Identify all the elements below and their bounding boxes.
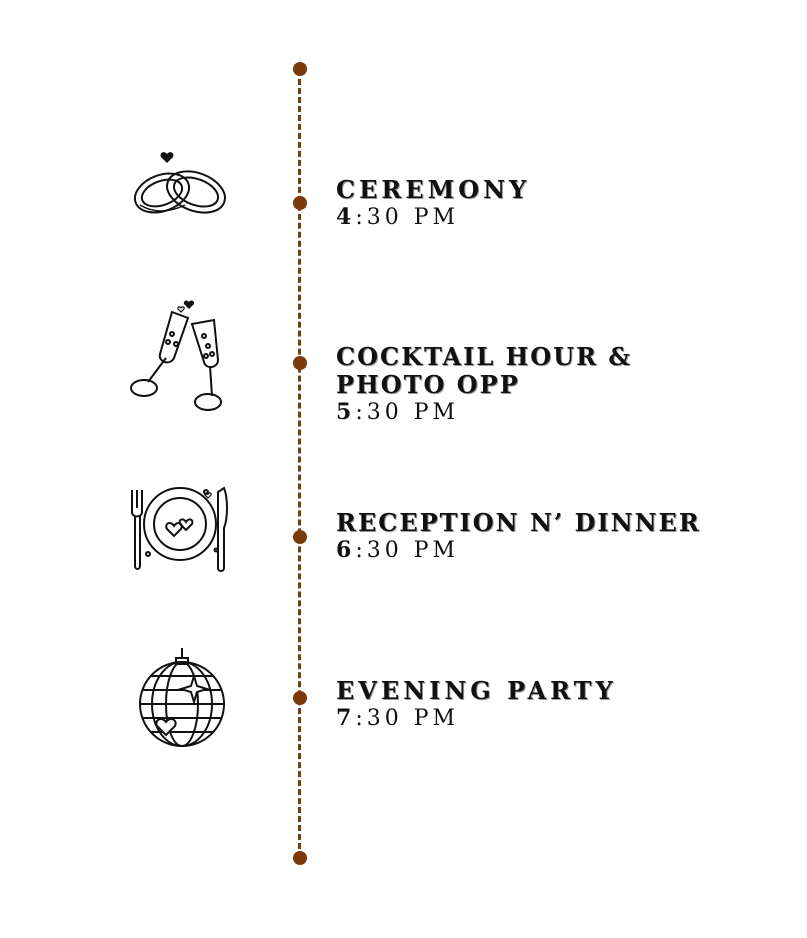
disco-ball-icon: [136, 646, 230, 748]
event-time: 4:30 PM: [336, 204, 530, 231]
event-cocktail-hour: COCKTAIL HOUR & PHOTO OPP 5:30 PM: [336, 343, 632, 426]
timeline-dot-cocktail: [293, 356, 307, 370]
event-title: EVENING PARTY: [336, 677, 617, 705]
timeline-dot-reception: [293, 530, 307, 544]
event-reception-dinner: RECEPTION N’ DINNER 6:30 PM: [336, 509, 701, 564]
timeline-dot-party: [293, 691, 307, 705]
timeline-dot-ceremony: [293, 196, 307, 210]
event-title-line2: PHOTO OPP: [336, 371, 632, 399]
timeline-line: [298, 70, 301, 858]
event-time: 5:30 PM: [336, 399, 632, 426]
event-title: RECEPTION N’ DINNER: [336, 509, 701, 537]
timeline-dot-end: [293, 851, 307, 865]
event-title-line1: COCKTAIL HOUR &: [336, 343, 632, 371]
timeline-dot-start: [293, 62, 307, 76]
dinner-plate-icon: [128, 484, 236, 574]
event-ceremony: CEREMONY 4:30 PM: [336, 176, 530, 231]
event-evening-party: EVENING PARTY 7:30 PM: [336, 677, 617, 732]
wedding-rings-icon: [130, 150, 234, 222]
champagne-toast-icon: [126, 296, 230, 414]
event-time: 6:30 PM: [336, 537, 701, 564]
event-title: CEREMONY: [336, 176, 530, 204]
event-time: 7:30 PM: [336, 705, 617, 732]
